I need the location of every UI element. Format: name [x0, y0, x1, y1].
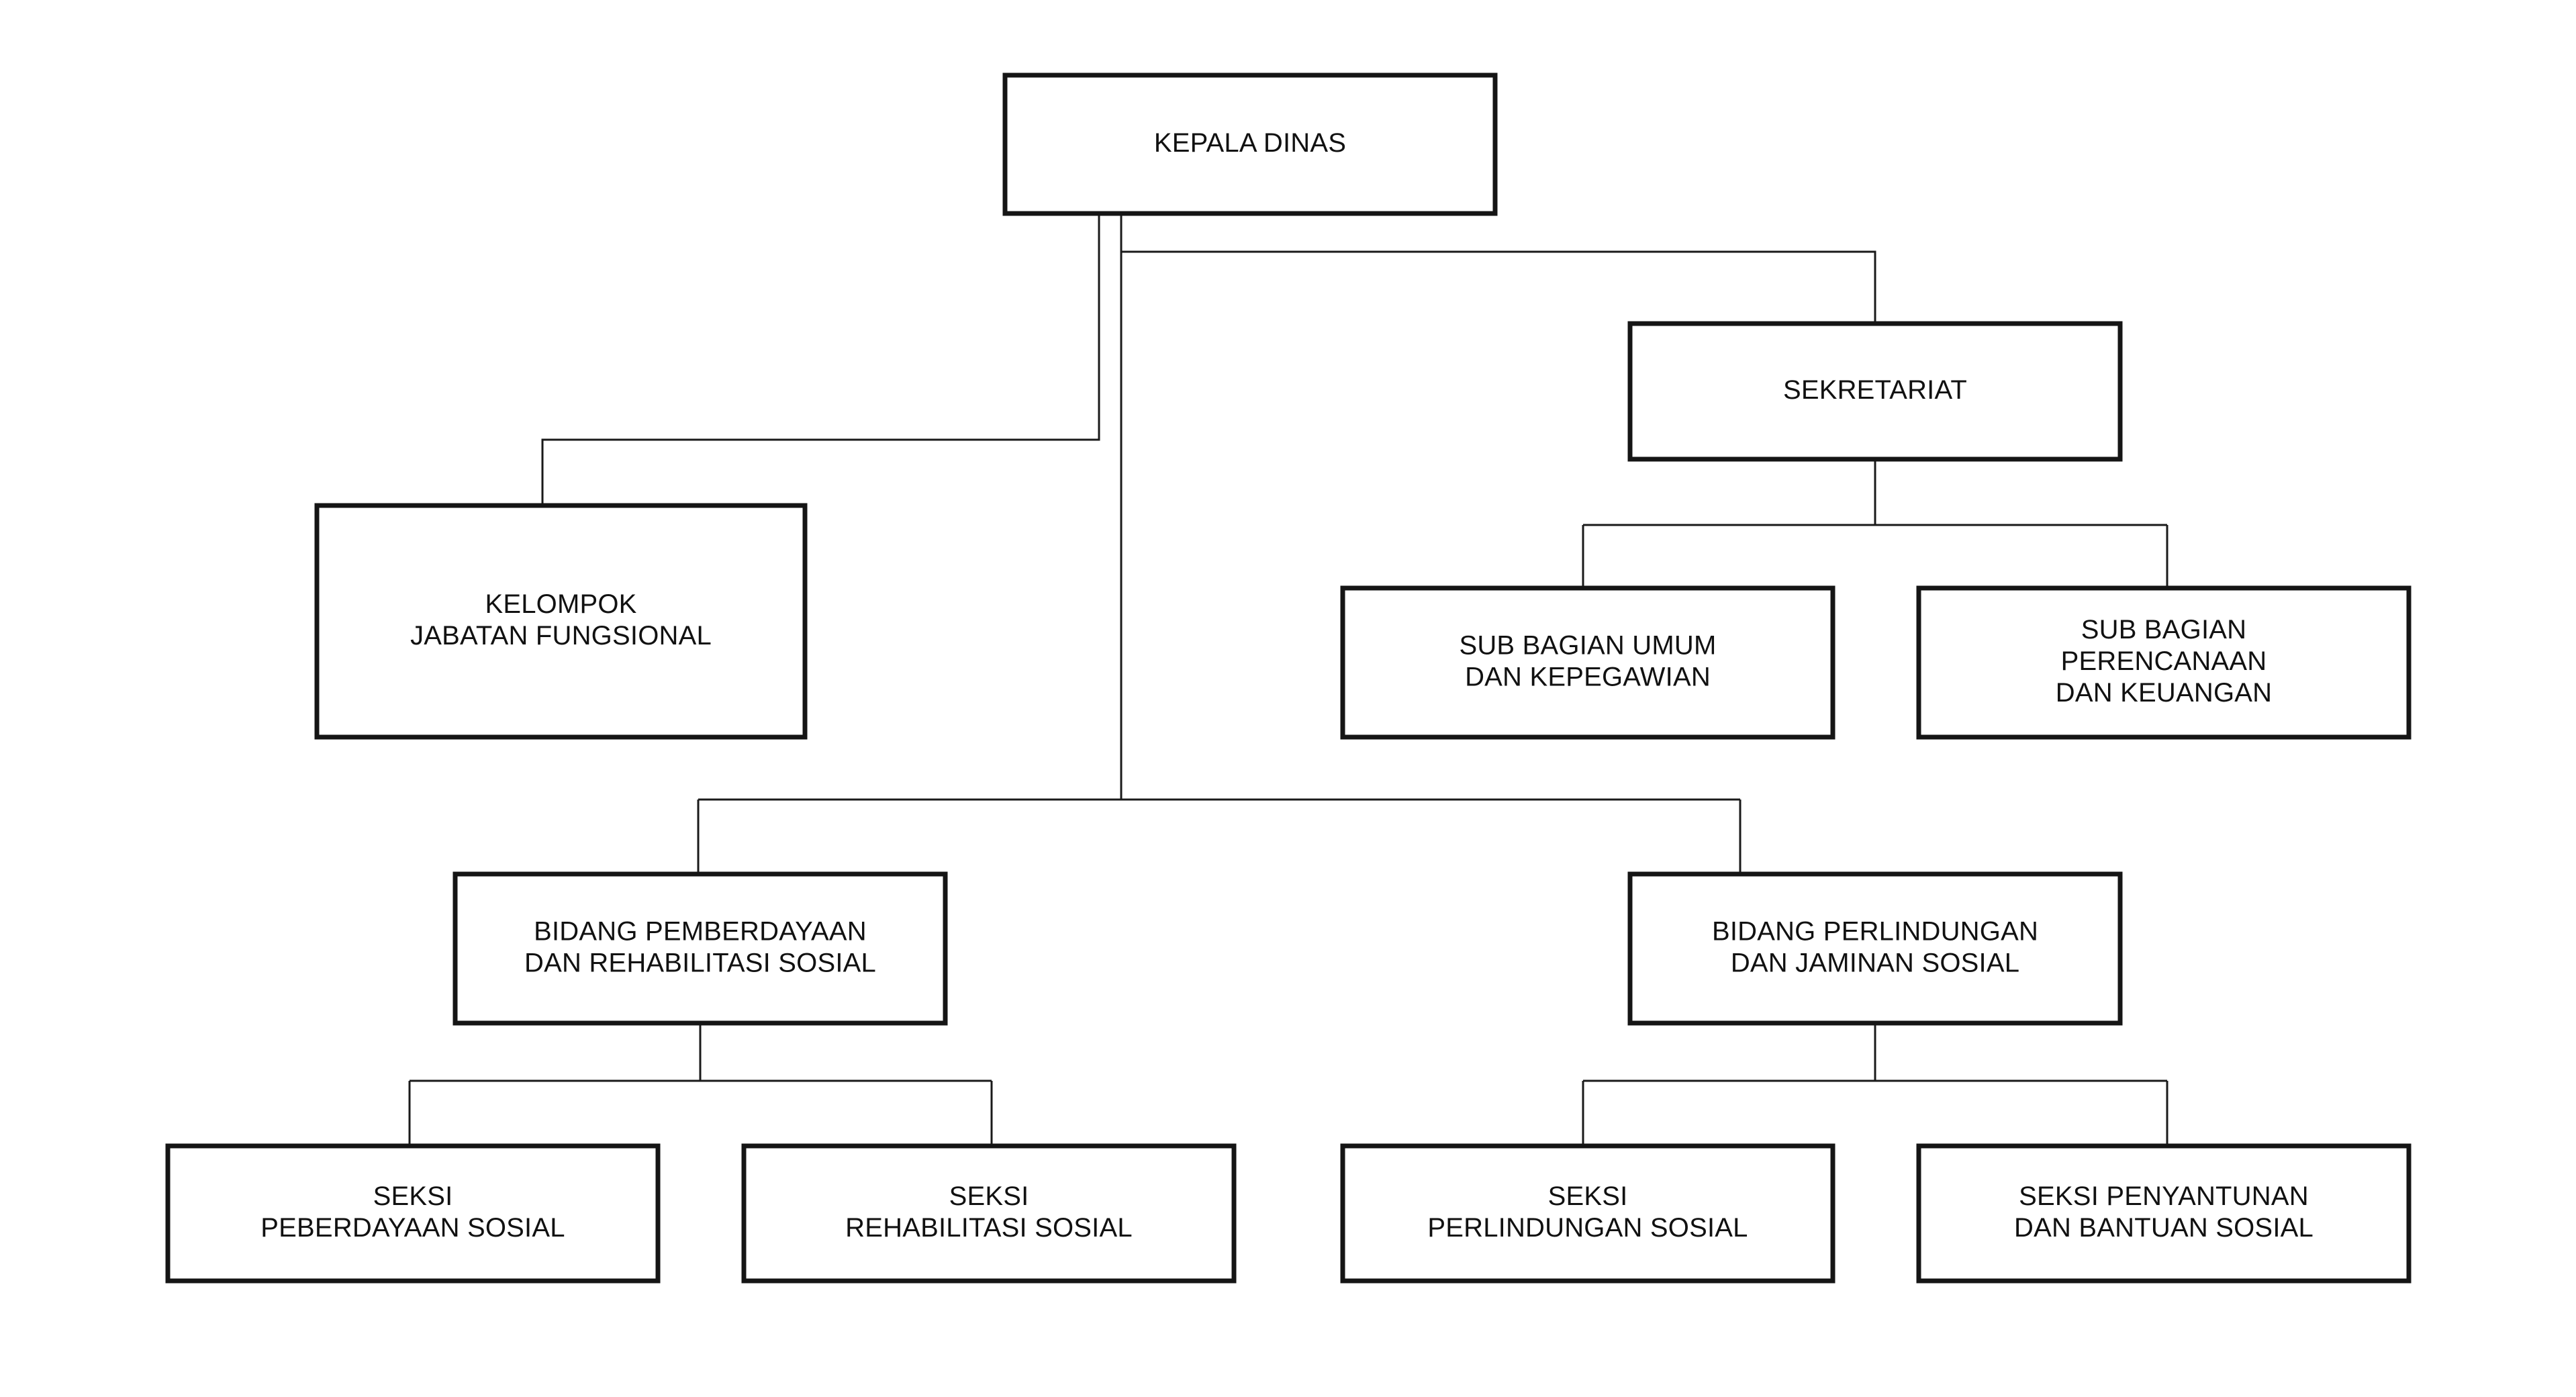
- connector-kepala-to-sekretariat: [1120, 213, 1876, 324]
- node-label-sekretariat: SEKRETARIAT: [1783, 375, 1967, 405]
- connector-kepala-to-kelompok: [541, 213, 1100, 505]
- node-label-line: SEKSI: [373, 1182, 453, 1211]
- node-label-line: REHABILITASI SOSIAL: [845, 1213, 1133, 1243]
- node-box-seksi-penyantunan: [1916, 1143, 2412, 1284]
- node-box-kepala-dinas: [1002, 73, 1498, 216]
- node-label-line: DAN KEPEGAWIAN: [1465, 662, 1711, 691]
- node-box-kelompok-jabatan-fungsional: [314, 503, 808, 740]
- connector-bidang-pemberdayaan-to-seksi-bus: [408, 1023, 993, 1146]
- node-label-line: PERENCANAAN: [2061, 646, 2267, 676]
- node-label-line: SEKSI PENYANTUNAN: [2019, 1182, 2309, 1211]
- node-label-line: SEKRETARIAT: [1783, 375, 1967, 405]
- node-box-seksi-rehabilitasi-sosial: [741, 1143, 1237, 1284]
- node-label-line: SUB BAGIAN: [2081, 615, 2247, 644]
- connector-kepala-to-bidang-bus: [697, 213, 1742, 874]
- node-label-line: JABATAN FUNGSIONAL: [410, 621, 712, 651]
- node-label-line: SEKSI: [1548, 1182, 1628, 1211]
- node-box-seksi-peberdayaan-sosial: [165, 1143, 661, 1284]
- node-label-line: DAN KEUANGAN: [2056, 678, 2272, 708]
- node-label-line: SUB BAGIAN UMUM: [1459, 630, 1716, 660]
- connector-layer: [408, 213, 2168, 1146]
- node-label-line: DAN BANTUAN SOSIAL: [2014, 1213, 2313, 1243]
- node-box-sub-bagian-perencanaan: [1916, 585, 2412, 740]
- node-label-line: BIDANG PERLINDUNGAN: [1712, 916, 2038, 946]
- node-label-line: PERLINDUNGAN SOSIAL: [1427, 1213, 1748, 1243]
- node-box-bidang-perlindungan: [1627, 871, 2123, 1026]
- node-label-kepala-dinas: KEPALA DINAS: [1154, 128, 1346, 158]
- node-box-sub-bagian-umum: [1340, 585, 1835, 740]
- node-box-sekretariat: [1627, 321, 2123, 462]
- node-label-line: KEPALA DINAS: [1154, 128, 1346, 158]
- org-node-kepala-dinas[interactable]: KEPALA DINAS: [1002, 73, 1498, 216]
- node-box-bidang-pemberdayaan: [452, 871, 948, 1026]
- node-box-seksi-perlindungan-sosial: [1340, 1143, 1835, 1284]
- node-label-line: BIDANG PEMBERDAYAAN: [534, 916, 867, 946]
- connector-sekretariat-to-subbagian-bus: [1582, 459, 2168, 588]
- node-label-line: KELOMPOK: [485, 589, 636, 619]
- node-label-line: DAN REHABILITASI SOSIAL: [524, 948, 876, 977]
- node-label-line: SEKSI: [949, 1182, 1029, 1211]
- connector-bidang-perlindungan-to-seksi-bus: [1582, 1023, 2168, 1146]
- org-node-sekretariat[interactable]: SEKRETARIAT: [1627, 321, 2123, 462]
- node-label-line: PEBERDAYAAN SOSIAL: [260, 1213, 565, 1243]
- node-label-line: DAN JAMINAN SOSIAL: [1731, 948, 2019, 977]
